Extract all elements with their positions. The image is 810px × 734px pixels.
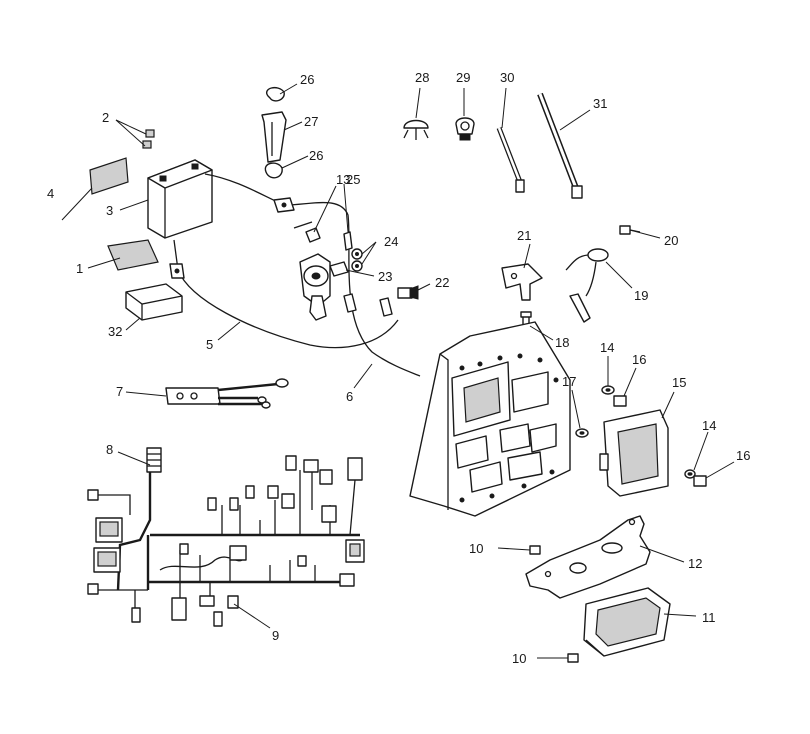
callout-23: 23 <box>378 269 392 284</box>
nut-14-lower <box>684 469 696 479</box>
callout-14b: 14 <box>702 418 716 433</box>
callout-8: 8 <box>106 442 113 457</box>
callout-26a: 26 <box>300 72 314 87</box>
callout-7: 7 <box>116 384 123 399</box>
callout-31: 31 <box>593 96 607 111</box>
battery-label-decal <box>89 157 129 195</box>
washer-17 <box>575 428 589 438</box>
bolt-16-top <box>613 395 627 407</box>
callout-9: 9 <box>272 628 279 643</box>
rubber-strap <box>261 111 287 163</box>
callout-4: 4 <box>47 186 54 201</box>
voltage-regulator <box>599 409 669 497</box>
callout-3: 3 <box>106 203 113 218</box>
harness-connectors <box>87 447 365 627</box>
ecu-module <box>583 587 671 657</box>
callout-29: 29 <box>456 70 470 85</box>
callout-16b: 16 <box>736 448 750 463</box>
callout-12: 12 <box>688 556 702 571</box>
callout-15: 15 <box>672 375 686 390</box>
callout-14a: 14 <box>600 340 614 355</box>
battery <box>147 159 213 239</box>
callout-19: 19 <box>634 288 648 303</box>
ecu-bracket <box>525 515 651 599</box>
nut-14-top <box>601 385 615 395</box>
wire-clip-29 <box>455 117 475 141</box>
callout-10b: 10 <box>512 651 526 666</box>
callout-24: 24 <box>384 234 398 249</box>
negative-battery-cable <box>169 239 399 349</box>
mounting-bracket-21 <box>501 263 543 301</box>
battery-block-pad <box>125 283 183 321</box>
callout-10a: 10 <box>469 541 483 556</box>
ground-cable-assembly <box>165 378 289 409</box>
screw-10-bottom <box>567 653 579 663</box>
callout-18: 18 <box>555 335 569 350</box>
bolt-16-lower <box>693 475 707 487</box>
callout-17: 17 <box>562 374 576 389</box>
cable-tie-31 <box>537 92 583 199</box>
callout-5: 5 <box>206 337 213 352</box>
callout-32: 32 <box>108 324 122 339</box>
callout-11: 11 <box>702 610 716 625</box>
battery-pad <box>107 239 159 271</box>
electrical-mounting-panel <box>409 321 571 517</box>
main-wiring-harness <box>98 470 360 610</box>
callout-16a: 16 <box>632 352 646 367</box>
callout-6: 6 <box>346 389 353 404</box>
callout-2: 2 <box>102 110 109 125</box>
starter-solenoid <box>299 253 349 321</box>
callout-27: 27 <box>304 114 318 129</box>
callout-28: 28 <box>415 70 429 85</box>
cable-terminals <box>343 293 393 317</box>
callout-13: 13 <box>336 172 350 187</box>
screw-10-top <box>529 545 541 555</box>
sensor-19 <box>565 248 609 323</box>
callout-25: 25 <box>346 172 360 187</box>
push-rivet-28 <box>403 119 429 140</box>
positive-battery-cable <box>204 173 421 377</box>
callout-30: 30 <box>500 70 514 85</box>
callout-22: 22 <box>435 275 449 290</box>
leader-lines <box>61 83 735 659</box>
callout-21: 21 <box>517 228 531 243</box>
solenoid-nuts-24 <box>351 248 363 272</box>
fuse-22 <box>397 285 419 300</box>
callout-26b: 26 <box>309 148 323 163</box>
cable-tie-30 <box>496 127 525 193</box>
solenoid-bolt-13 <box>293 221 321 243</box>
callout-1: 1 <box>76 261 83 276</box>
callout-20: 20 <box>664 233 678 248</box>
boot-25 <box>343 231 353 251</box>
rubber-strap-hooks <box>264 86 285 179</box>
callout-labels: 1 2 3 4 5 6 7 8 9 10 10 11 12 13 14 14 1… <box>47 70 750 666</box>
